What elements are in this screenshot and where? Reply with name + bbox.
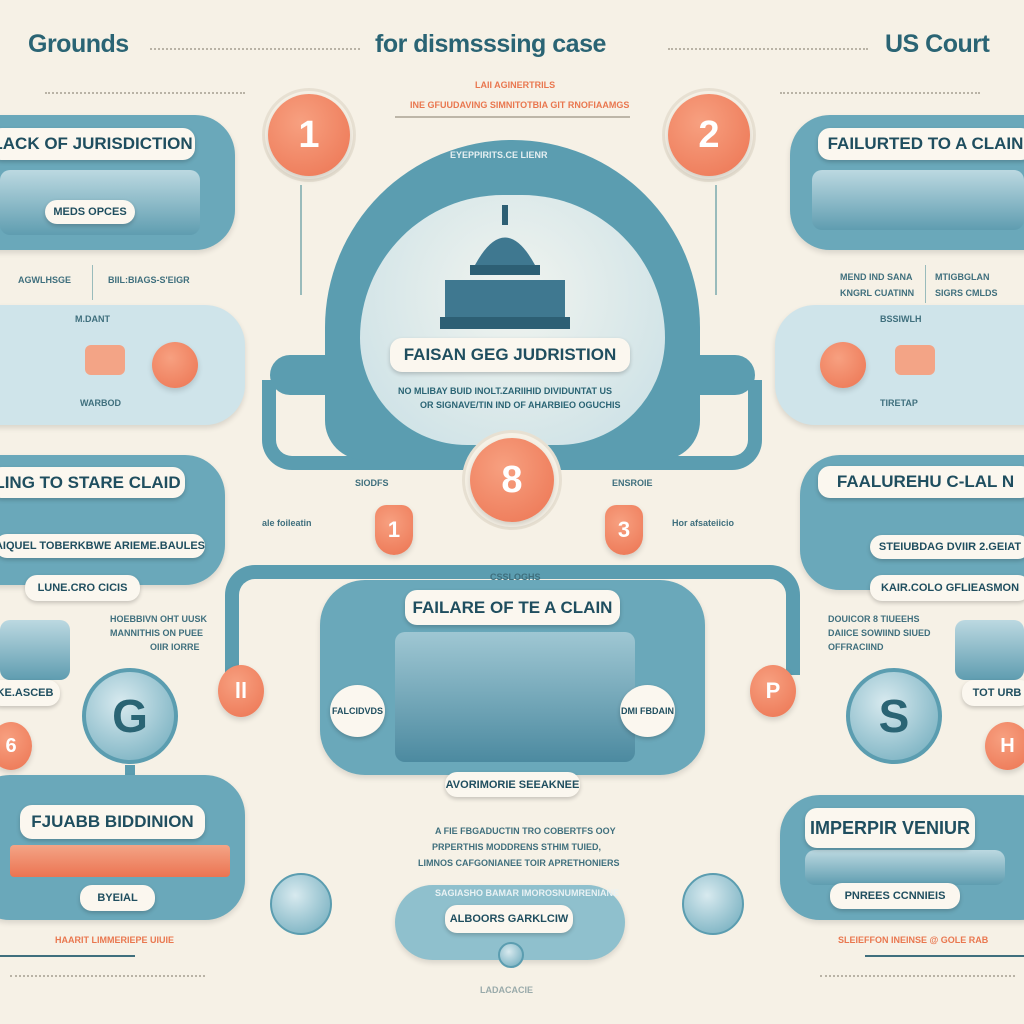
left-bottom-title: FJUABB BIDDINION — [20, 805, 205, 839]
description: OR SIGNAVE/TIN IND OF AHARBIEO OGUCHIS — [420, 400, 621, 410]
improper-venue-title: IMPERPIR VENIUR — [805, 808, 975, 848]
ring — [662, 88, 756, 182]
divider — [820, 975, 1015, 977]
divider — [925, 265, 926, 303]
hand-icon — [820, 342, 866, 388]
box-icon — [895, 345, 935, 375]
center-low-title: FAILARE OF TE A CLAIN — [405, 590, 620, 625]
divider — [668, 48, 868, 50]
top-note: LAII AGINERTRILS — [475, 80, 556, 90]
right-emblem: S — [846, 668, 942, 764]
divider — [865, 955, 1024, 957]
left-top-sub: MEDS OPCES — [45, 200, 135, 224]
step-1-badge: 1 — [268, 94, 350, 176]
text: A FIE FBGADUCTIN TRO COBERTFS OOY — [435, 826, 616, 836]
left-mid-badge: ll — [218, 665, 264, 717]
text: PRPERTHIS MODDRENS STHIM TUIED, — [432, 842, 602, 852]
left-mid-title: LING TO STARE CLAID — [0, 467, 185, 498]
box-icon — [85, 345, 125, 375]
orange-band — [10, 845, 230, 877]
footer: LADACACIE — [480, 985, 533, 995]
divider — [45, 92, 245, 94]
caption: TIRETAP — [880, 398, 918, 408]
note: ale foileatin — [262, 518, 312, 528]
header-title: for dismsssing case — [375, 30, 606, 58]
label: SAGIASHO BAMAR IMOROSNUMRENIANE — [435, 888, 620, 898]
left-info-badge: FALCIDVDS — [330, 685, 385, 737]
text: HOEBBIVN OHT UUSK — [110, 614, 208, 624]
divider — [10, 975, 205, 977]
right-bottom-sub: PNREES CCNNIEIS — [830, 883, 960, 909]
top-note: INE GFUUDAVING SIMNITOTBIA GIT RNOFIAAMG… — [410, 100, 630, 110]
left-mid-sub2: LUNE.CRO CICIS — [25, 575, 140, 601]
divider — [150, 48, 360, 50]
label: ENSROIE — [612, 478, 653, 488]
columns-image — [395, 632, 635, 762]
text: DOUICOR 8 TIUEEHS — [828, 614, 920, 624]
lack-of-jurisdiction-title: LACK OF JURISDICTION — [0, 128, 195, 160]
frame — [225, 565, 800, 675]
failure-claim-title: FAILURTED TO A CLAIN — [818, 128, 1024, 160]
tag: BSSIWLH — [880, 314, 922, 324]
divider — [780, 92, 980, 94]
note: KNGRL CUATINN — [840, 288, 915, 298]
divider — [92, 265, 93, 300]
note: MTIGBGLAN — [935, 272, 990, 282]
note: Hor afsateiicio — [672, 518, 735, 528]
left-emblem: G — [82, 668, 178, 764]
text: LIMNOS CAFGONIANEE TOIR APRETHONIERS — [418, 858, 620, 868]
connector — [300, 185, 302, 295]
left-side-pill: KE.ASCEB — [0, 680, 60, 706]
figure-icon — [270, 873, 332, 935]
right-side-pill: TOT URB — [962, 680, 1024, 706]
label: CSSLOGHS — [490, 572, 541, 582]
right-mid-badge: P — [750, 665, 796, 717]
arch-label: EYEPPIRITS.CE LIENR — [450, 150, 548, 160]
note: MEND IND SANA — [840, 272, 913, 282]
text: OIIR IORRE — [150, 642, 200, 652]
hand-icon — [152, 342, 198, 388]
right-info-badge: DMI FBDAIN — [620, 685, 675, 737]
building-image — [0, 620, 70, 680]
right-mid-sub2: KAIR.COLO GFLIEASMON — [870, 575, 1024, 601]
right-mid-title: FAALUREHU C-LAL N — [818, 466, 1024, 498]
caption: HAARIT LIMMERIEPE UIUIE — [55, 935, 175, 945]
text: MANNITHIS ON PUEE — [110, 628, 204, 638]
eye-icon — [498, 942, 524, 968]
bottom-title-pill: ALBOORS GARKLCIW — [445, 905, 573, 933]
courthouse-image — [812, 170, 1024, 230]
caption: SLEIEFFON INEINSE @ GOLE RAB — [838, 935, 989, 945]
label: SIODFS — [355, 478, 389, 488]
ring — [262, 88, 356, 182]
left-mid-sub1: AIQUEL TOBERKBWE ARIEME.BAULES — [0, 534, 205, 558]
building-image — [955, 620, 1024, 680]
note: BIIL:BIAGS-S'EIGR — [108, 275, 190, 285]
left-low-badge: 6 — [0, 722, 32, 770]
left-bottom-sub: BYEIAL — [80, 885, 155, 911]
tag: M.DANT — [75, 314, 110, 324]
landscape-image — [805, 850, 1005, 885]
text: DAIICE SOWIIND SIUED — [828, 628, 931, 638]
shield-3-badge: 3 — [605, 505, 643, 555]
note: AGWLHSGE — [18, 275, 71, 285]
divider — [0, 955, 135, 957]
tree-icon — [682, 873, 744, 935]
connector — [715, 185, 717, 295]
right-mid-sub1: STEIUBDAG DVIIR 2.GEIAT — [870, 535, 1024, 559]
step-8-badge: 8 — [470, 438, 554, 522]
center-low-sub: AVORIMORIE SEEAKNEE — [445, 772, 580, 797]
divider — [395, 116, 630, 118]
caption: WARBOD — [80, 398, 121, 408]
text: OFFRACIIND — [828, 642, 884, 652]
right-low-badge: H — [985, 722, 1024, 770]
center-top-title: FAISAN GEG JUDRISTION — [390, 338, 630, 372]
note: SIGRS CMLDS — [935, 288, 998, 298]
shield-1-badge: 1 — [375, 505, 413, 555]
header-left: Grounds — [28, 30, 129, 58]
step-2-badge: 2 — [668, 94, 750, 176]
capitol-icon — [440, 205, 570, 329]
header-right: US Court — [885, 30, 990, 58]
description: NO MLIBAY BUID INOLT.ZARIIHID DIVIDUNTAT… — [398, 386, 613, 396]
